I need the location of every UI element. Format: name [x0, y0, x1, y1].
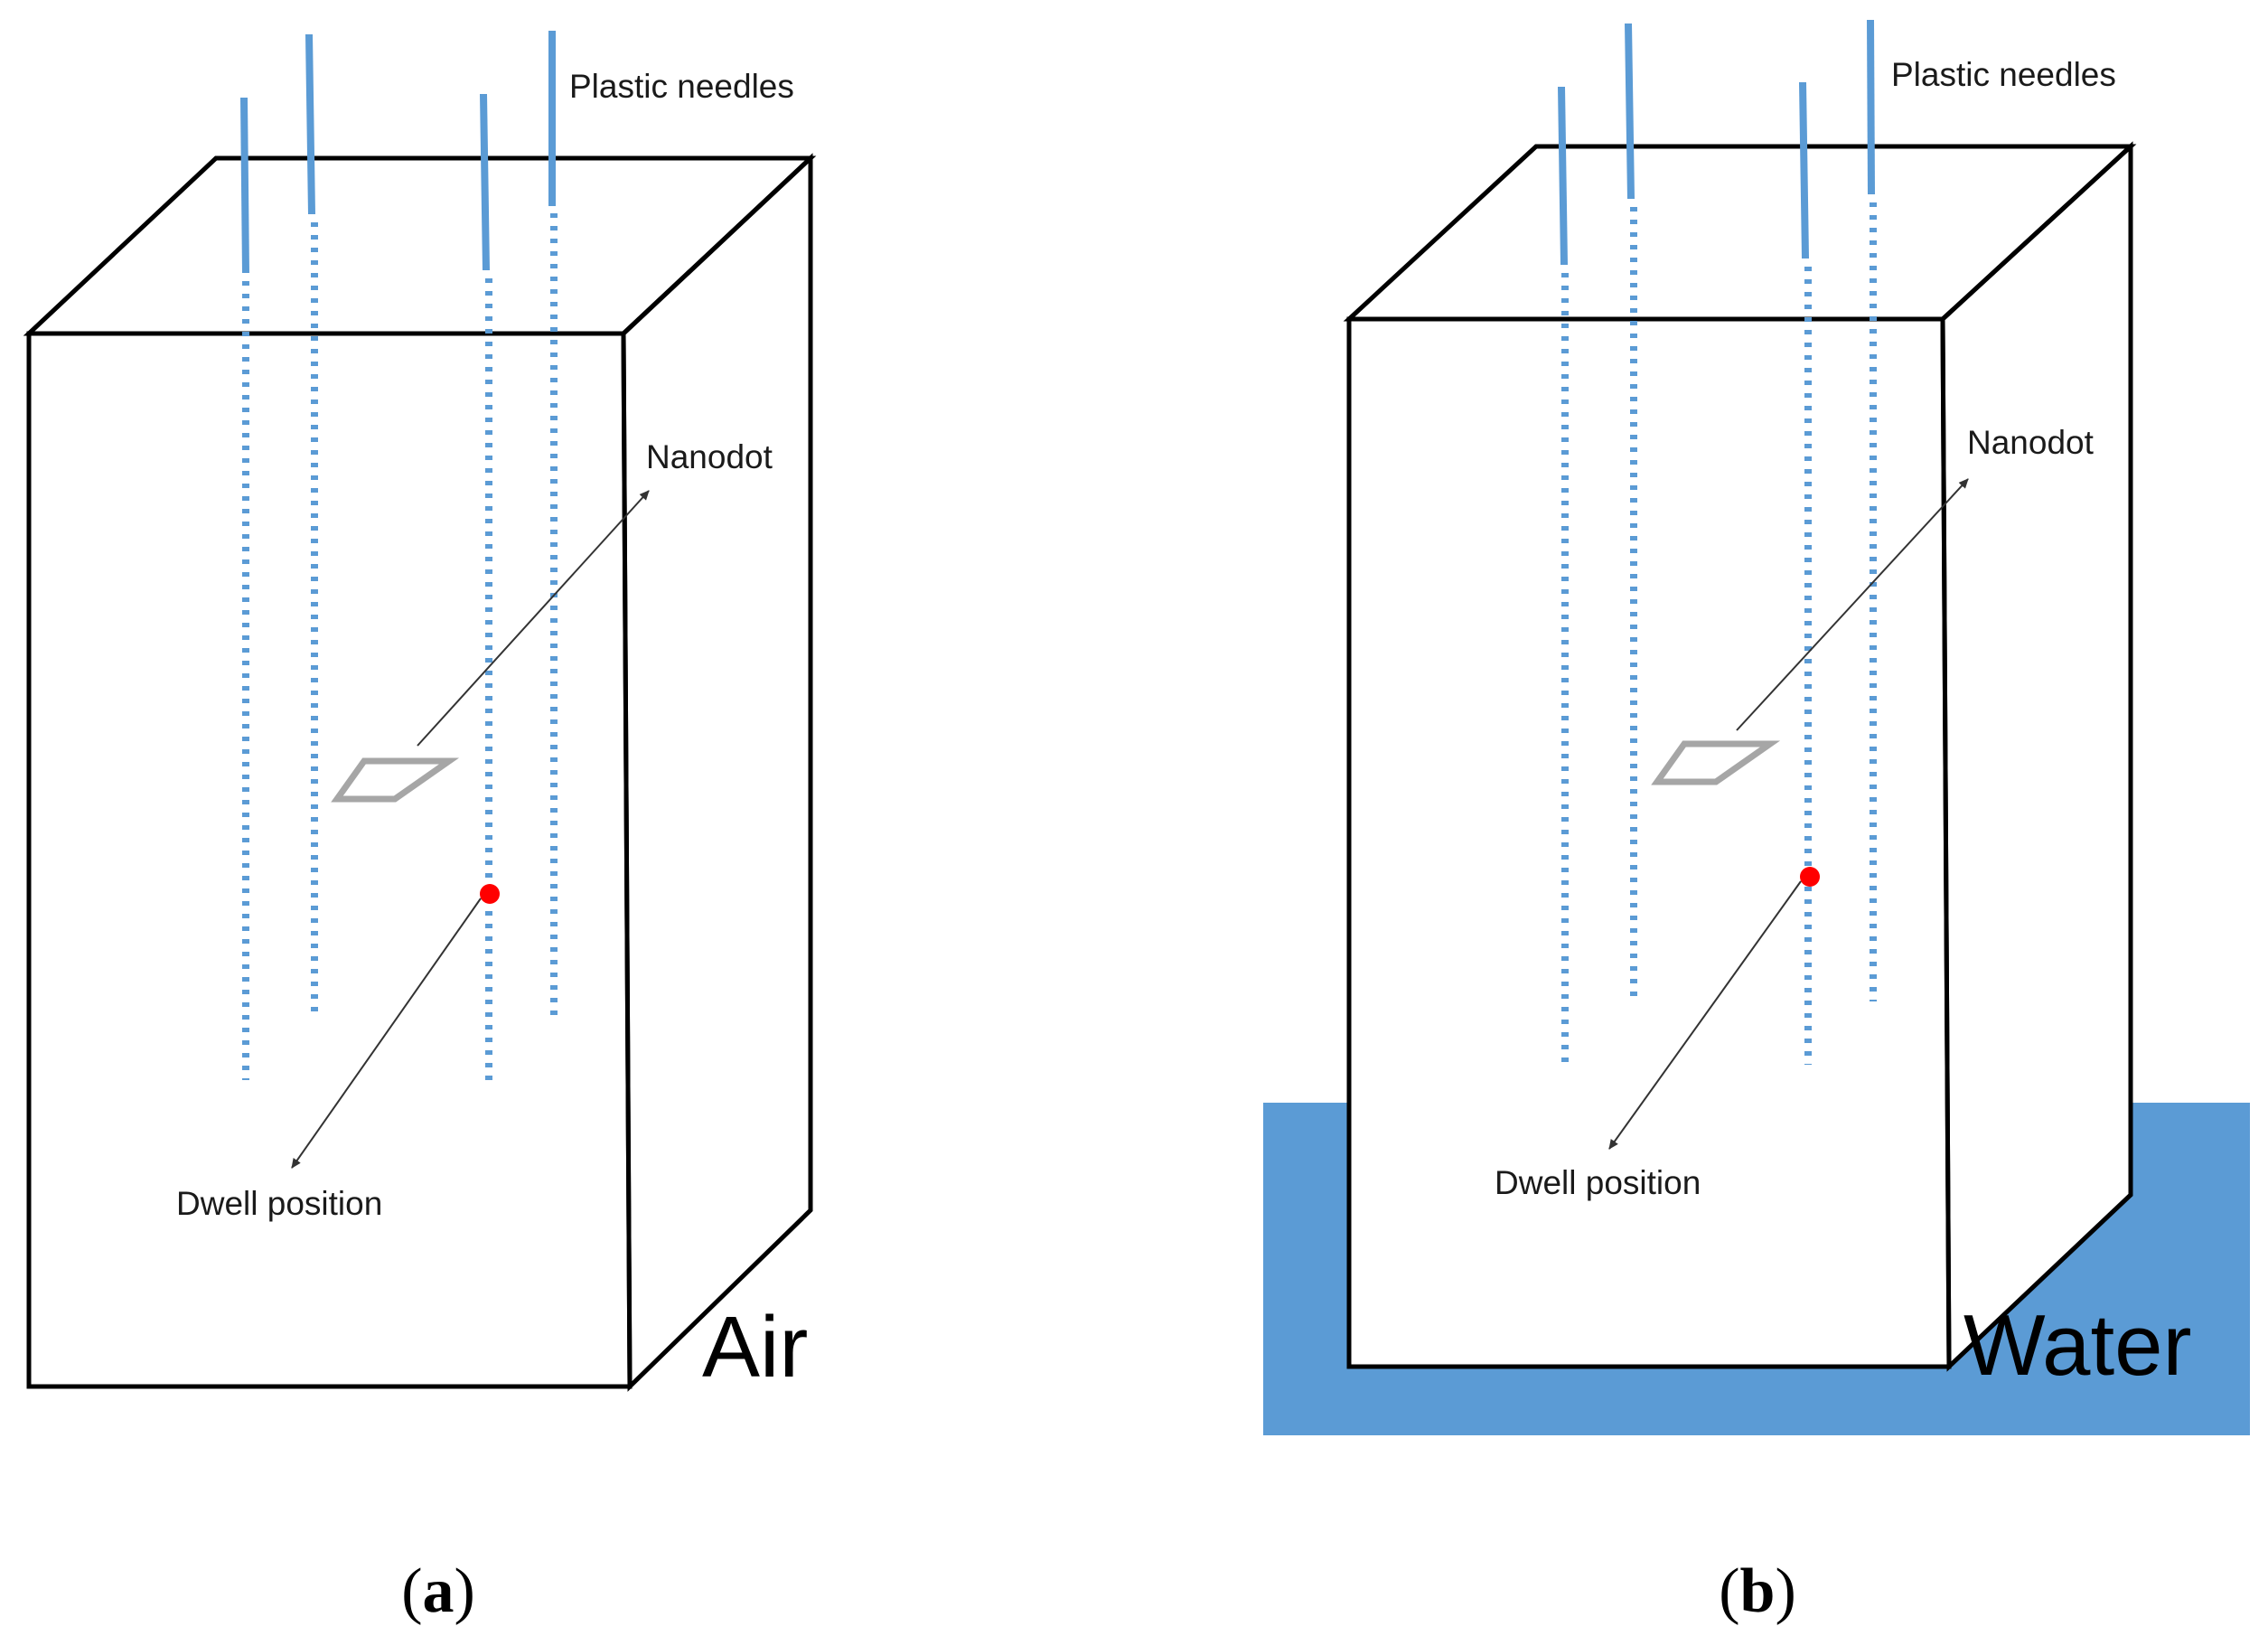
plastic-needles-label-a: Plastic needles: [569, 68, 794, 105]
needle-3-solid-a: [480, 93, 490, 271]
box-top-face-a: [23, 155, 817, 336]
dwell-position-label-a: Dwell position: [176, 1185, 382, 1222]
box-side-face-a: [621, 153, 813, 1392]
panel-caption-b: (b): [1719, 1556, 1796, 1626]
panel-a: Plastic needles Nanodot Dwell position A…: [23, 31, 817, 1626]
caption-letter-b: b: [1740, 1556, 1776, 1626]
medium-label-b: Water: [1963, 1297, 2191, 1394]
needle-1-solid-b: [1558, 86, 1568, 266]
phantom-box-b: [1343, 141, 2137, 1372]
phantom-box-a: [23, 153, 817, 1392]
medium-label-a: Air: [702, 1299, 808, 1396]
nanodot-b: [1651, 740, 1781, 785]
plastic-needles-a: [240, 31, 558, 1080]
dwell-position-label-b: Dwell position: [1495, 1164, 1701, 1201]
caption-close-paren-a: ): [455, 1556, 475, 1626]
needle-1-solid-a: [240, 97, 249, 274]
needle-4-solid-b: [1867, 19, 1875, 195]
nanodot-label-a: Nanodot: [646, 438, 773, 475]
nanodot-a: [331, 757, 460, 803]
needle-2-solid-a: [305, 33, 315, 215]
caption-open-paren-b: (: [1719, 1556, 1739, 1626]
plastic-needles-label-b: Plastic needles: [1891, 56, 2116, 93]
needle-3-solid-b: [1799, 81, 1809, 259]
plastic-needles-b: [1558, 19, 1877, 1065]
panel-b: Plastic needles Nanodot Dwell position W…: [1263, 19, 2250, 1626]
dwell-position-dot-a: [480, 884, 500, 904]
dwell-position-dot-b: [1800, 867, 1820, 887]
caption-open-paren-a: (: [401, 1556, 422, 1626]
needle-2-solid-b: [1625, 23, 1635, 200]
box-front-face-fill-b: [1349, 319, 1949, 1367]
nanodot-label-b: Nanodot: [1967, 424, 2095, 461]
panel-caption-a: (a): [401, 1556, 475, 1626]
box-side-face-fill-b: [1943, 146, 2131, 1367]
nanodot-pointer-a: [417, 490, 650, 747]
caption-close-paren-b: ): [1775, 1556, 1795, 1626]
dwell-pointer-a: [291, 898, 482, 1169]
dwell-pointer-b: [1608, 880, 1802, 1150]
box-side-face-b: [1940, 141, 2133, 1372]
box-front-face-a: [26, 331, 633, 1389]
caption-letter-a: a: [423, 1556, 455, 1626]
nanodot-pointer-b: [1736, 478, 1969, 731]
